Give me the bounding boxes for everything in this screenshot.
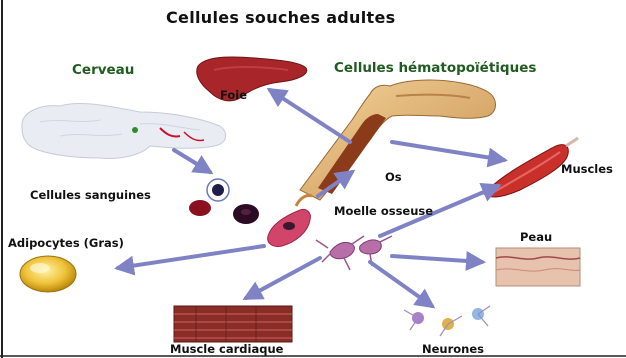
label-skin: Peau — [520, 232, 552, 244]
arrow-to-neurons — [370, 262, 432, 306]
label-adipocytes: Adipocytes (Gras) — [8, 238, 124, 250]
fat-cell-illustration — [20, 256, 76, 292]
arrow-brain-to-blood — [174, 150, 210, 172]
label-bone: Os — [385, 172, 402, 184]
label-blood-cells: Cellules sanguines — [30, 190, 151, 202]
label-marrow: Moelle osseuse — [334, 206, 433, 218]
cardiac-muscle-illustration — [174, 306, 292, 342]
arrow-to-liver — [270, 90, 350, 142]
blood-cells-illustration — [189, 179, 259, 224]
arrow-to-skin — [392, 256, 482, 262]
arrow-to-muscles — [392, 142, 504, 160]
label-liver: Foie — [220, 90, 247, 102]
diagram-title: Cellules souches adultes — [166, 10, 395, 26]
arrow-to-adipocytes — [118, 246, 264, 268]
liver-illustration — [197, 57, 307, 101]
neurons-illustration — [404, 306, 490, 336]
label-brain: Cerveau — [72, 64, 134, 78]
skin-illustration — [496, 248, 580, 286]
brain-illustration — [22, 104, 226, 159]
label-cardiac-muscle: Muscle cardiaque — [170, 344, 283, 356]
label-hematopoietic: Cellules hématopoïétiques — [334, 62, 536, 76]
arrow-to-cardiac — [246, 258, 320, 298]
label-muscles: Muscles — [561, 164, 613, 176]
label-neurons: Neurones — [422, 344, 484, 356]
